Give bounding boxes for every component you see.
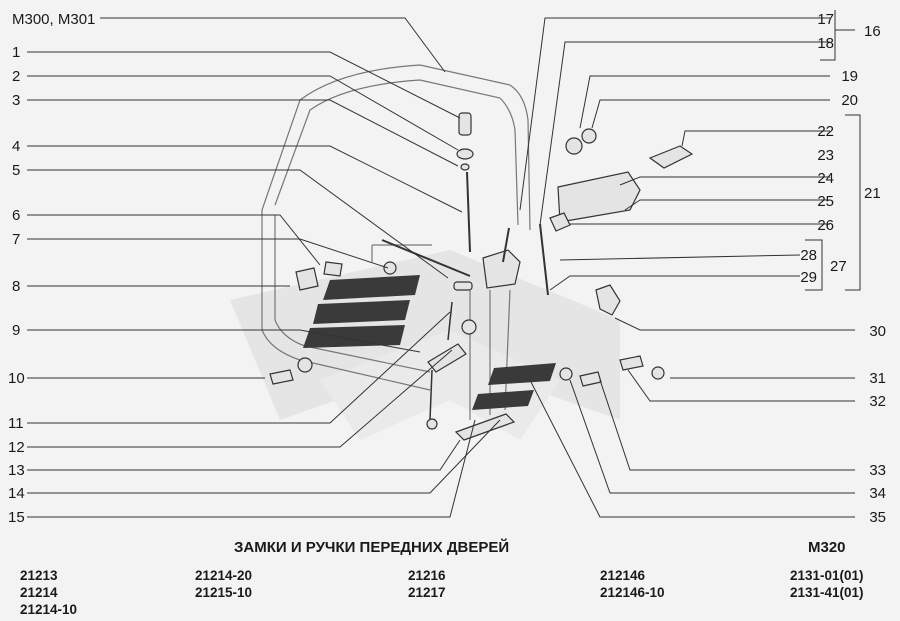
model-columns: 21213 21214 21214-10 21214-20 21215-10 2… <box>20 568 864 617</box>
callout-1: 1 <box>12 44 20 61</box>
callout-5: 5 <box>12 162 20 179</box>
callout-20: 20 <box>841 92 858 109</box>
model-code: 21216 <box>408 568 446 583</box>
callouts-right: 17 18 19 20 22 23 24 25 26 28 29 30 31 3… <box>800 11 886 526</box>
group-label-21: 21 <box>864 185 881 202</box>
model-code: 21214-10 <box>20 602 77 617</box>
callout-22: 22 <box>817 123 834 140</box>
model-code: 212146-10 <box>600 585 665 600</box>
sheet-code: М320 <box>808 539 846 556</box>
callout-24: 24 <box>817 170 834 187</box>
callout-6: 6 <box>12 207 20 224</box>
model-code: 212146 <box>600 568 646 583</box>
callout-17: 17 <box>817 11 834 28</box>
callout-14: 14 <box>8 485 25 502</box>
callout-12: 12 <box>8 439 25 456</box>
callout-8: 8 <box>12 278 20 295</box>
callout-23: 23 <box>817 147 834 164</box>
callout-2: 2 <box>12 68 20 85</box>
model-code: 21217 <box>408 585 446 600</box>
callout-13: 13 <box>8 462 25 479</box>
callout-10: 10 <box>8 370 25 387</box>
group-label-16: 16 <box>864 23 881 40</box>
model-code: 2131-41(01) <box>790 585 864 600</box>
callout-7: 7 <box>12 231 20 248</box>
callout-15: 15 <box>8 509 25 526</box>
callout-34: 34 <box>869 485 886 502</box>
callout-4: 4 <box>12 138 20 155</box>
callout-3: 3 <box>12 92 20 109</box>
callout-33: 33 <box>869 462 886 479</box>
callout-28: 28 <box>800 247 817 264</box>
callout-19: 19 <box>841 68 858 85</box>
group-labels: 16 21 27 <box>830 23 881 275</box>
callout-30: 30 <box>869 323 886 340</box>
callout-26: 26 <box>817 217 834 234</box>
parts <box>269 112 694 441</box>
callout-9: 9 <box>12 322 20 339</box>
callouts-left: 1 2 3 4 5 6 7 8 9 10 11 12 13 14 15 <box>8 44 25 526</box>
header-label: М300, М301 <box>12 11 95 28</box>
model-code: 21213 <box>20 568 58 583</box>
callout-29: 29 <box>800 269 817 286</box>
watermark-chevron <box>230 250 620 440</box>
model-code: 21214 <box>20 585 58 600</box>
model-code: 21214-20 <box>195 568 252 583</box>
callout-32: 32 <box>869 393 886 410</box>
diagram-title: ЗАМКИ И РУЧКИ ПЕРЕДНИХ ДВЕРЕЙ <box>234 538 509 556</box>
model-code: 2131-01(01) <box>790 568 864 583</box>
callout-25: 25 <box>817 193 834 210</box>
callout-35: 35 <box>869 509 886 526</box>
trim-panels <box>303 275 556 410</box>
callout-18: 18 <box>817 35 834 52</box>
model-code: 21215-10 <box>195 585 252 600</box>
group-label-27: 27 <box>830 258 847 275</box>
callout-11: 11 <box>8 415 24 432</box>
leader-lines <box>27 10 861 518</box>
callout-31: 31 <box>869 370 886 387</box>
